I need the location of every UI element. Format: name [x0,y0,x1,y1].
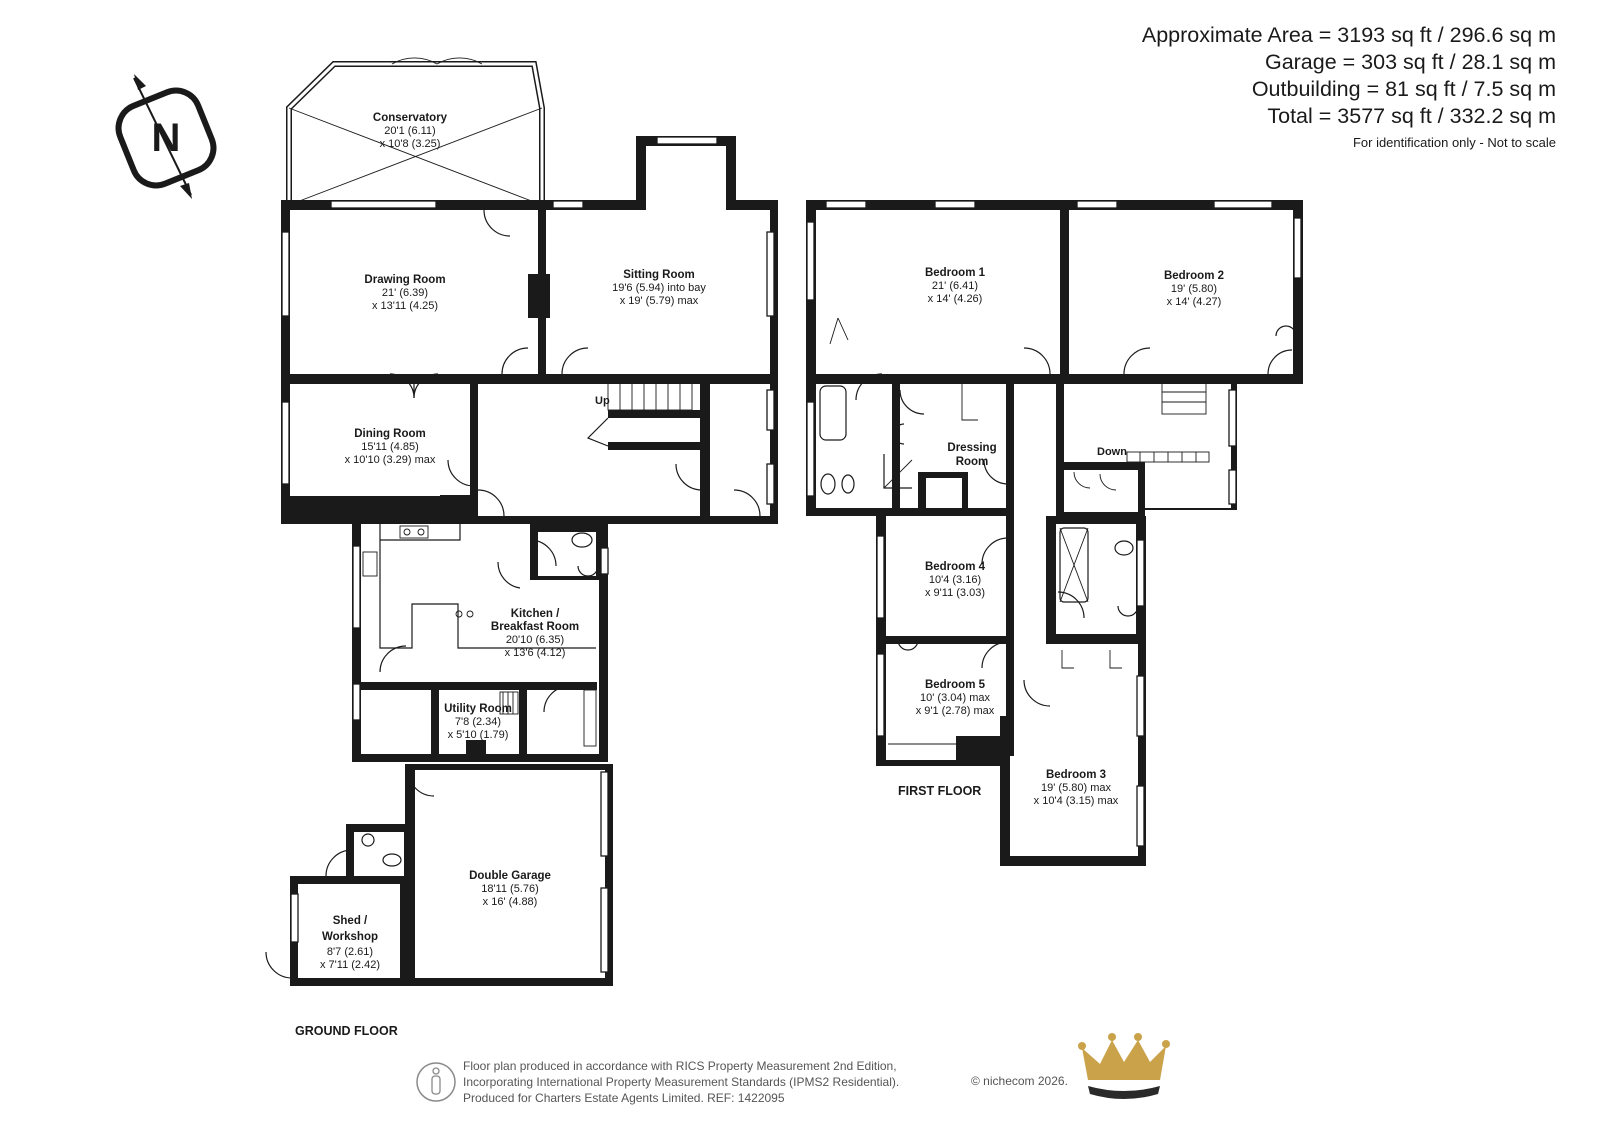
room-name-utility-room: Utility Room [444,703,512,715]
room-dims-bedroom-2-a: 19' (5.80) [1171,283,1217,295]
first-floor-label: FIRST FLOOR [898,784,981,798]
compass: N [115,74,217,199]
footer-line-3: Produced for Charters Estate Agents Limi… [463,1091,785,1105]
room-dims-bedroom-4-b: x 9'11 (3.03) [925,587,985,599]
room-dims-bedroom-1-a: 21' (6.41) [932,280,978,292]
room-dims-utility-room-2: x 5'10 (1.79) [448,729,509,741]
room-name-kitchen-1: Kitchen / [511,608,560,620]
kitchen-fittings [362,524,597,754]
area-summary-line-total: Total = 3577 sq ft / 332.2 sq m [1267,104,1556,128]
room-name-kitchen-2: Breakfast Room [491,621,579,633]
conservatory-glazing [286,57,545,206]
footer-line-2: Incorporating International Property Mea… [463,1075,900,1089]
room-dims-sitting-room-2: x 19' (5.79) max [620,295,699,307]
ground-floor-room-labels: Conservatory 20'1 (6.11) x 10'8 (3.25) D… [295,112,706,1038]
area-summary-line-approx: Approximate Area = 3193 sq ft / 296.6 sq… [1141,23,1556,47]
room-name-dining-room: Dining Room [354,428,426,440]
room-dims-conservatory-1: 20'1 (6.11) [384,125,435,137]
ground-floor-windows [281,136,775,973]
room-name-bedroom-4: Bedroom 4 [925,561,986,573]
ground-floor-plan [265,57,778,986]
room-name-bedroom-3: Bedroom 3 [1046,769,1106,781]
room-name-bedroom-1: Bedroom 1 [925,267,986,279]
room-dims-bedroom-2-b: x 14' (4.27) [1167,296,1222,308]
area-summary: Approximate Area = 3193 sq ft / 296.6 sq… [1142,22,1556,150]
room-dims-bedroom-4-a: 10'4 (3.16) [929,574,981,586]
first-floor-plan [806,200,1303,866]
room-dims-shed-2: x 7'11 (2.42) [320,959,380,971]
copyright-text: © nichecom 2026. [971,1074,1068,1088]
room-dims-utility-room-1: 7'8 (2.34) [455,716,501,728]
room-dims-double-garage-1: 18'11 (5.76) [481,883,539,895]
ground-floor-stairs [586,381,693,447]
first-floor-windows [806,200,1302,847]
room-dims-dining-room-1: 15'11 (4.85) [361,441,419,453]
room-dims-bedroom-5-b: x 9'1 (2.78) max [916,705,995,717]
room-dims-shed-1: 8'7 (2.61) [327,946,373,958]
room-dims-bedroom-5-a: 10' (3.04) max [920,692,990,704]
room-dims-sitting-room-1: 19'6 (5.94) into bay [612,282,706,294]
room-dims-bedroom-3-a: 19' (5.80) max [1041,782,1111,794]
stairs-down-label: Down [1097,446,1127,458]
room-name-sitting-room: Sitting Room [623,269,695,281]
footer-line-1: Floor plan produced in accordance with R… [463,1059,897,1073]
room-dims-dining-room-2: x 10'10 (3.29) max [345,454,436,466]
stairs-up-label: Up [595,395,610,407]
room-name-shed-1: Shed / [333,915,368,927]
north-arrow-icon [115,74,217,199]
room-name-shed-2: Workshop [322,931,378,943]
first-floor-room-labels: Bedroom 1 21' (6.41) x 14' (4.26) Bedroo… [898,267,1224,807]
first-floor-bathroom-fixtures [819,317,1297,760]
room-name-bedroom-2: Bedroom 2 [1164,270,1224,282]
room-name-dressing-2: Room [956,456,989,468]
footer-note: Floor plan produced in accordance with R… [463,1058,899,1106]
first-floor-doors [855,347,1293,707]
room-dims-drawing-room-1: 21' (6.39) [382,287,428,299]
room-dims-kitchen-2: x 13'6 (4.12) [505,647,566,659]
identification-note: For identification only - Not to scale [1352,135,1556,150]
room-dims-bedroom-3-b: x 10'4 (3.15) max [1034,795,1119,807]
person-icon [416,1062,456,1102]
crown-logo-icon [1078,1033,1170,1099]
room-name-dressing-1: Dressing [947,442,996,454]
ground-floor-label: GROUND FLOOR [295,1024,398,1038]
compass-letter: N [152,116,181,160]
area-summary-line-garage: Garage = 303 sq ft / 28.1 sq m [1264,50,1556,74]
ground-floor-doors [265,209,761,979]
first-floor-stairs [1126,381,1210,463]
room-name-conservatory: Conservatory [373,112,448,124]
room-dims-drawing-room-2: x 13'11 (4.25) [372,300,438,312]
room-name-bedroom-5: Bedroom 5 [925,679,986,691]
room-dims-conservatory-2: x 10'8 (3.25) [380,138,441,150]
room-name-drawing-room: Drawing Room [364,274,445,286]
room-name-double-garage: Double Garage [469,870,551,882]
area-summary-line-outbuilding: Outbuilding = 81 sq ft / 7.5 sq m [1251,77,1556,101]
ground-floor-wc-fixtures [361,532,599,867]
room-dims-kitchen-1: 20'10 (6.35) [506,634,564,646]
room-dims-bedroom-1-b: x 14' (4.26) [928,293,983,305]
room-dims-double-garage-2: x 16' (4.88) [483,896,538,908]
